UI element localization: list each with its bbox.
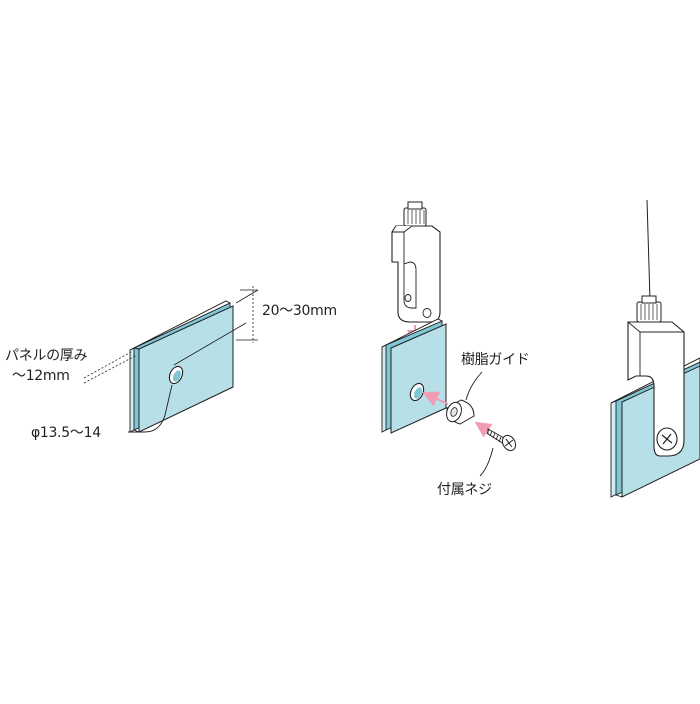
- clamp-knurled-nut: [403, 207, 427, 227]
- screw-leader: [479, 447, 494, 477]
- hanging-wire: [646, 199, 651, 301]
- resin-guide-part: [446, 399, 475, 425]
- panel-thickness-label-line2: 〜12mm: [12, 368, 70, 384]
- assembled-clamp-body: [627, 321, 685, 457]
- assembled-view: [610, 199, 700, 498]
- panel-middle: [381, 318, 447, 434]
- hole-diameter-leader: [128, 384, 173, 433]
- screw-part: [486, 428, 517, 452]
- height-range-label: 20〜30mm: [262, 303, 337, 319]
- panel-front-face: [138, 305, 234, 433]
- panel-thickness-label-line1: パネルの厚み: [5, 348, 88, 364]
- clamp-fitting-exploded: [391, 201, 441, 323]
- hole-diameter-label: φ13.5〜14: [31, 425, 101, 441]
- thickness-leader: [83, 322, 247, 384]
- screw-label: 付属ネジ: [437, 482, 492, 498]
- panel-with-hole: [129, 300, 234, 433]
- panel-top-edge: [129, 300, 232, 351]
- panel-hole-inner: [172, 370, 182, 382]
- height-dimension: [235, 286, 259, 343]
- resin-guide-leader: [465, 371, 483, 401]
- resin-guide-label: 樹脂ガイド: [461, 352, 530, 368]
- guide-arrow: [422, 391, 449, 407]
